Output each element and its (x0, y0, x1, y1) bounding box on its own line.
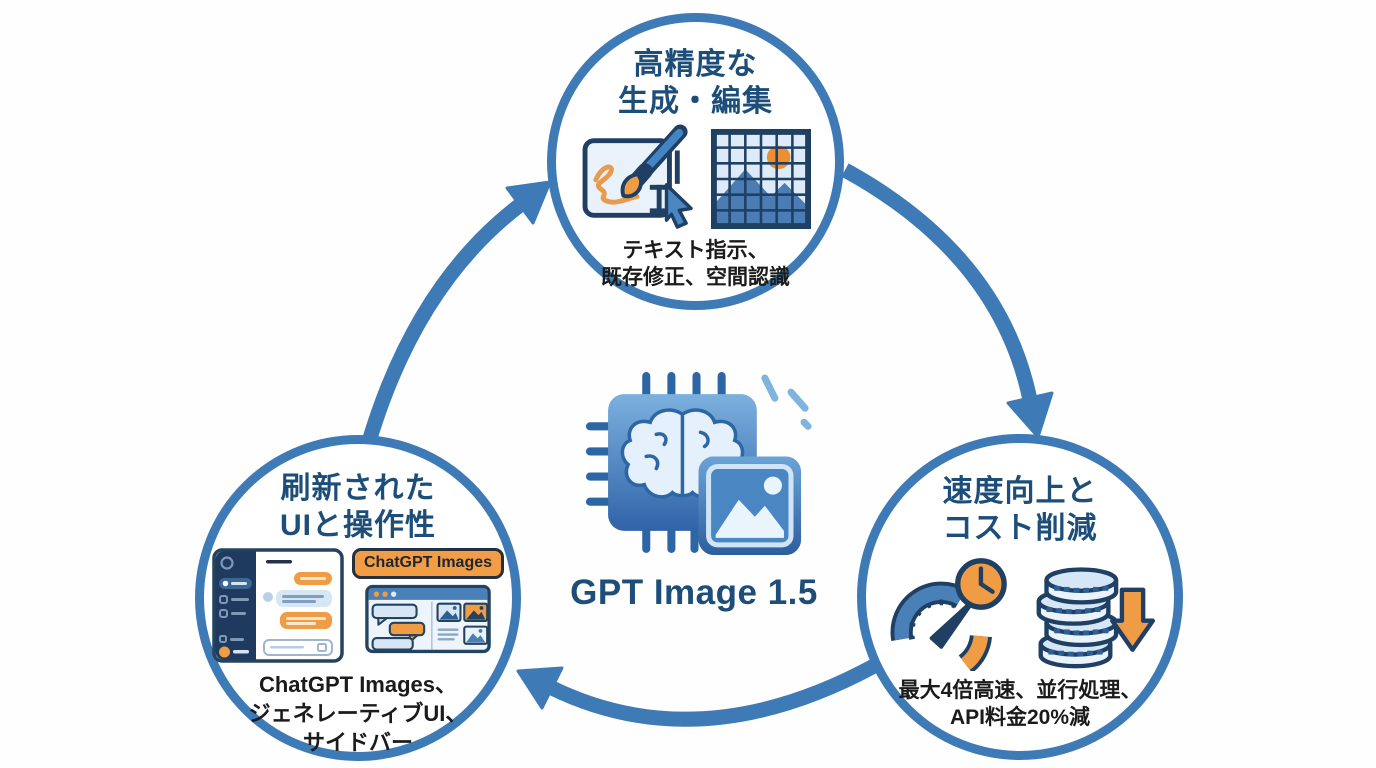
arrowhead-to-top-node (505, 180, 552, 225)
node-title-line2: コスト削減 (942, 512, 1098, 545)
node-ui-usability: 刷新された UIと操作性 (195, 435, 521, 761)
arrow-right-to-left (548, 659, 878, 727)
node-title-line1: 速度向上と (942, 475, 1098, 508)
node-desc-line2: API料金20%減 (949, 706, 1091, 729)
coins-down-arrow-icon (1036, 567, 1156, 669)
ui-right-column: ChatGPT Images (351, 548, 505, 654)
sparkle-icon (761, 374, 812, 430)
node-title-line1: 刷新された (280, 472, 436, 505)
image-grid-icon (710, 128, 811, 230)
node-description: テキスト指示、 既存修正、空間認識 (601, 237, 790, 291)
arrow-left-to-top (360, 199, 525, 448)
node-icons (883, 555, 1157, 671)
node-desc-line2: ジェネレーティブUI、 (248, 701, 468, 726)
node-desc-line3: サイドバー (302, 730, 413, 755)
ai-chip-photo-icon (585, 372, 812, 555)
canvas-brush-icon (582, 124, 693, 229)
chatgpt-images-badge: ChatGPT Images (351, 548, 505, 579)
photo-icon (698, 456, 802, 555)
node-desc-line1: テキスト指示、 (622, 239, 769, 262)
node-desc-line1: 最大4倍高速、並行処理、 (898, 679, 1142, 702)
node-description: ChatGPT Images、 ジェネレーティブUI、 サイドバー (249, 670, 468, 757)
node-title-line2: UIと操作性 (280, 509, 436, 542)
browser-gallery-icon (365, 584, 491, 654)
node-desc-line1: ChatGPT Images、 (258, 672, 458, 697)
node-title: 速度向上と コスト削減 (943, 473, 1098, 547)
node-title-line2: 生成・編集 (618, 85, 773, 118)
node-icons: ChatGPT Images (212, 548, 505, 663)
center-model: GPT Image 1.5 (553, 364, 835, 613)
arrow-top-to-right (841, 163, 1038, 402)
arrowhead-to-right-node (1006, 391, 1054, 439)
node-description: 最大4倍高速、並行処理、 API料金20%減 (899, 677, 1142, 731)
node-desc-line2: 既存修正、空間認識 (601, 266, 790, 289)
node-icons (580, 124, 812, 230)
node-title-line1: 高精度な (633, 48, 758, 81)
node-title: 刷新された UIと操作性 (280, 470, 436, 544)
node-speed-cost: 速度向上と コスト削減 (857, 434, 1183, 760)
chip-pins (585, 372, 726, 553)
arrowhead-to-left-node (516, 666, 564, 710)
chat-ui-icon (212, 548, 344, 663)
coin-stack (1036, 567, 1119, 669)
center-title: GPT Image 1.5 (570, 573, 818, 612)
down-arrow (1110, 587, 1156, 652)
speedometer-clock-icon (890, 558, 1007, 671)
node-title: 高精度な 生成・編集 (618, 46, 773, 120)
node-precision-generation: 高精度な 生成・編集 (547, 13, 844, 310)
